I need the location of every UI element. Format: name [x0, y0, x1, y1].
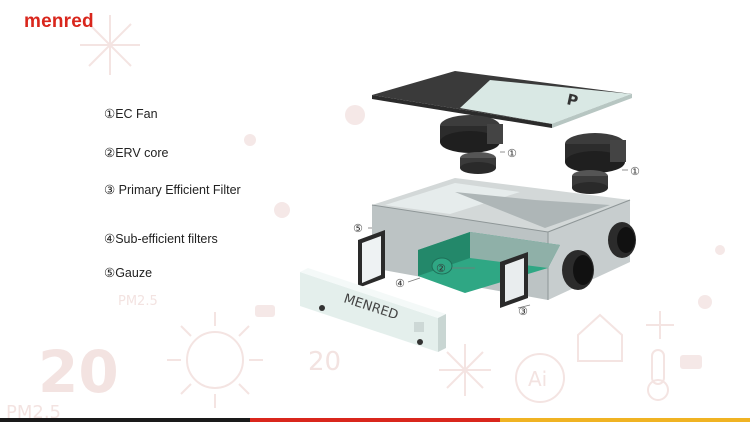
callout-gauze: ⑤ [353, 222, 363, 235]
callout-primary-filter: ③ [518, 305, 528, 318]
watermark-ai: Ai [528, 367, 547, 391]
ec-fan-right [565, 133, 626, 194]
duct-outlets [562, 222, 636, 290]
bar-segment-black [0, 418, 250, 422]
ec-fan-left [440, 115, 503, 174]
watermark-number: 20 [308, 347, 341, 377]
svg-text:P: P [565, 90, 580, 110]
watermark-number: 20 [38, 338, 119, 406]
primary-filter [500, 252, 528, 308]
legend-primary-filter: ③ Primary Efficient Filter [104, 183, 241, 197]
legend-gauze: ⑤Gauze [104, 266, 153, 280]
legend-sub-efficient-filter: ④Sub-efficient filters [104, 232, 218, 246]
watermark-pm: PM2.5 [6, 402, 61, 422]
legend-ec-fan: ①EC Fan [104, 107, 158, 121]
snowflake-icon [439, 344, 491, 396]
callout-core: ② [436, 262, 446, 275]
front-panel: MENRED [300, 268, 446, 352]
snowflake-icon [80, 15, 140, 75]
legend-erv-core: ②ERV core [104, 146, 169, 160]
bar-segment-gold [500, 418, 750, 422]
plus-icon [646, 311, 674, 339]
thermometer-icon [647, 349, 669, 401]
callout-fan-right: ① [630, 165, 640, 178]
house-icon [577, 313, 623, 362]
callout-sub-filter: ④ [395, 277, 405, 290]
bar-segment-red [250, 418, 500, 422]
brand-color-bar [0, 418, 750, 422]
gauze [358, 230, 385, 288]
watermark-pm: PM2.5 [118, 294, 158, 309]
top-cover: P [372, 71, 632, 128]
callout-fan-left: ① [507, 147, 517, 160]
erv-core [418, 232, 560, 293]
sun-icon [167, 312, 263, 408]
brand-logo: menred [24, 11, 94, 32]
ai-icon [515, 353, 565, 403]
